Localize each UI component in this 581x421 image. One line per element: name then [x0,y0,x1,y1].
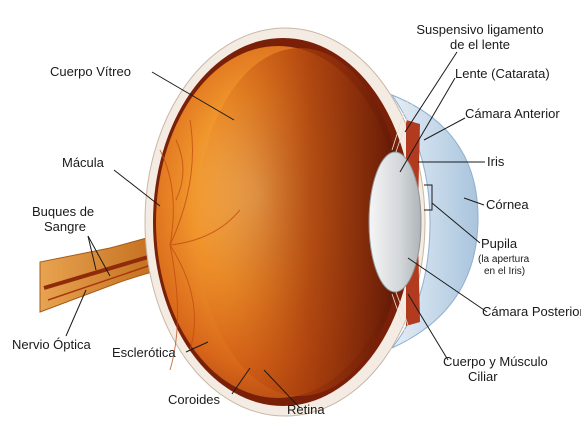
label-blood-vessels: Buques de [32,204,94,219]
label-cornea: Córnea [486,197,529,212]
label-suspensory-ligament: Suspensivo ligamento [416,22,543,37]
label-lens: Lente (Catarata) [455,66,550,81]
label-optic-nerve: Nervio Óptica [12,337,92,352]
label-iris: Iris [487,154,505,169]
label-pupil-sub: (la apertura [478,254,530,265]
label-pupil-sub-line2: en el Iris) [484,266,525,277]
label-ciliary-body: Cuerpo y Músculo [443,354,548,369]
label-retina: Retina [287,402,325,417]
label-macula: Mácula [62,155,105,170]
label-posterior-chamber: Cámara Posterior [482,304,581,319]
label-sclera: Esclerótica [112,345,176,360]
label-ciliary-body-line2: Ciliar [468,369,498,384]
label-suspensory-ligament-line2: de el lente [450,37,510,52]
label-blood-vessels-line2: Sangre [44,219,86,234]
label-pupil: Pupila [481,236,518,251]
label-vitreous-body: Cuerpo Vítreo [50,64,131,79]
lens-shape [369,152,421,292]
label-choroid: Coroides [168,392,221,407]
label-anterior-chamber: Cámara Anterior [465,106,560,121]
